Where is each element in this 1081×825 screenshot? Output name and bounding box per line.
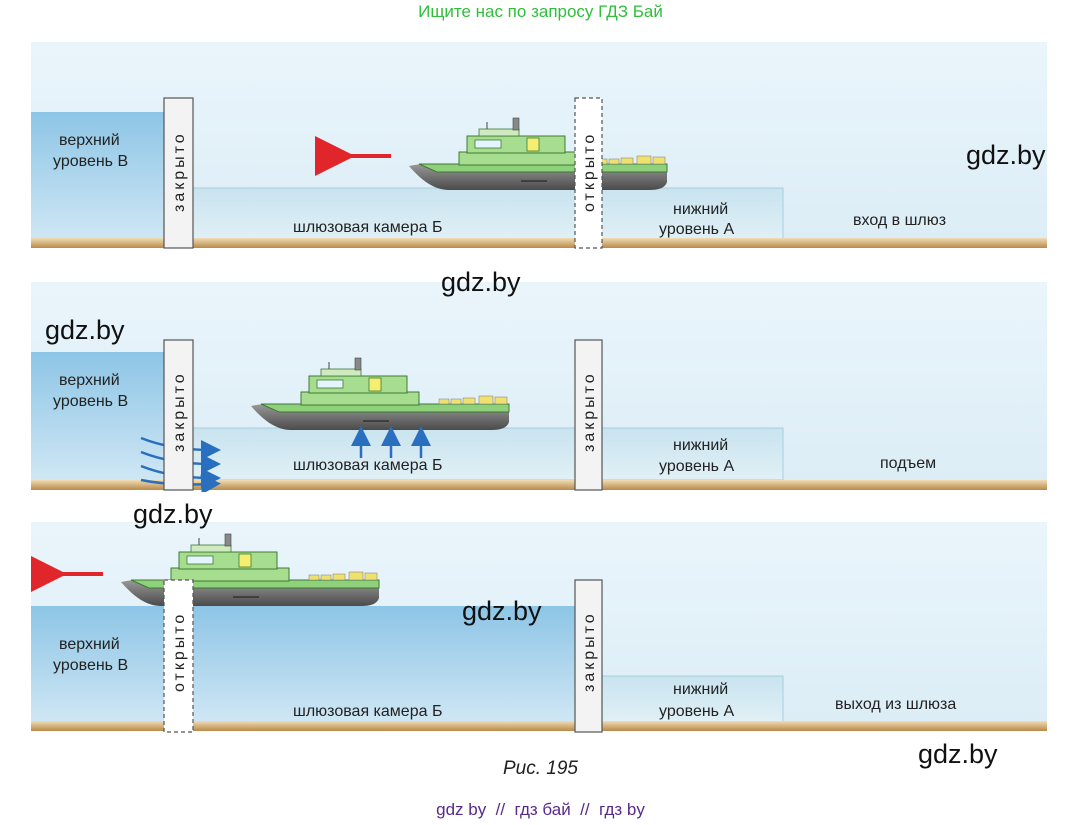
upper-level-line2: уровень B <box>53 393 128 410</box>
footer-links[interactable]: gdz by // гдз бай // гдз by <box>436 800 645 819</box>
upper-water <box>31 112 164 240</box>
upper-level-line1: верхний <box>59 372 120 389</box>
lower-level-line1: нижний <box>673 437 728 454</box>
upper-level-line2: уровень B <box>53 153 128 170</box>
watermark: gdz.by <box>441 267 521 297</box>
upper-water <box>31 606 575 722</box>
left-gate <box>163 579 194 733</box>
left-gate-label: закрыто <box>171 131 188 212</box>
stage-label: подъем <box>880 455 936 472</box>
right-gate <box>574 579 603 733</box>
watermark: gdz.by <box>45 315 125 345</box>
chamber-label: шлюзовая камера Б <box>293 219 442 236</box>
lock-panel-exit: верхний уровень B открыто закрыто шлюзов… <box>31 522 1047 733</box>
upper-level-line2: уровень B <box>53 657 128 674</box>
ground <box>31 721 1047 731</box>
lower-level-line1: нижний <box>673 681 728 698</box>
right-gate-label: закрыто <box>581 611 598 692</box>
top-banner: Ищите нас по запросу ГДЗ Бай <box>418 2 663 21</box>
stage-label: выход из шлюза <box>835 696 956 713</box>
lower-level-line2: уровень A <box>659 703 734 720</box>
right-gate <box>574 339 603 491</box>
lower-level-line2: уровень A <box>659 458 734 475</box>
lower-water <box>601 675 784 723</box>
left-gate-label: закрыто <box>171 371 188 452</box>
lower-level-line1: нижний <box>673 201 728 218</box>
chamber-label: шлюзовая камера Б <box>293 703 442 720</box>
stage-label: вход в шлюз <box>853 212 946 229</box>
right-gate-label: открыто <box>581 132 598 212</box>
watermark: gdz.by <box>918 739 998 769</box>
upper-level-line1: верхний <box>59 132 120 149</box>
right-gate <box>574 97 603 249</box>
upper-water <box>31 352 164 480</box>
ground <box>31 238 1047 248</box>
lock-panel-entry: верхний уровень B закрыто открыто шлюзов… <box>31 42 1047 249</box>
lock-panel-rise: верхний уровень B закрыто закрыто шлюзов… <box>31 282 1047 492</box>
ground <box>31 480 1047 490</box>
left-gate-label: открыто <box>171 612 188 692</box>
watermark: gdz.by <box>133 499 213 529</box>
rising-arrows <box>351 426 431 458</box>
watermark: gdz.by <box>966 140 1046 170</box>
right-gate-label: закрыто <box>581 371 598 452</box>
figure-caption: Рис. 195 <box>503 758 578 779</box>
upper-level-line1: верхний <box>59 636 120 653</box>
left-gate <box>163 97 194 249</box>
chamber-label: шлюзовая камера Б <box>293 457 442 474</box>
left-gate <box>163 339 194 491</box>
watermark: gdz.by <box>462 596 542 626</box>
lower-level-line2: уровень A <box>659 221 734 238</box>
